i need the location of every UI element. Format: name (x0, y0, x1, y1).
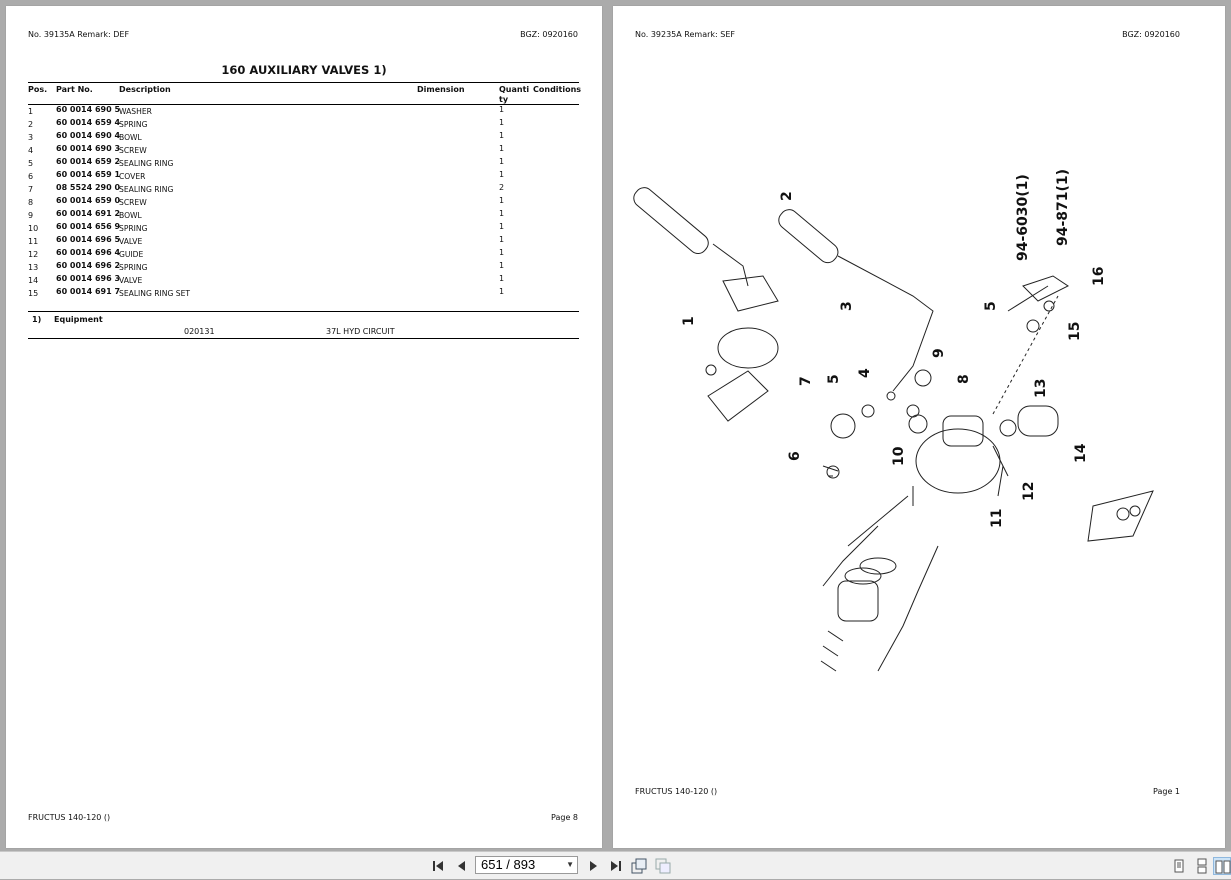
callout-8: 8 (956, 374, 972, 384)
callout-14: 14 (1073, 443, 1089, 463)
footnote-bottom-rule (28, 338, 579, 339)
page-header-left: No. 39235A Remark: SEF (635, 30, 735, 39)
cover-plate-1 (717, 327, 779, 369)
callout-3: 3 (839, 301, 855, 311)
table-header-rule (28, 104, 579, 105)
continuous-view-icon[interactable] (1193, 857, 1211, 875)
last-page-icon[interactable] (606, 857, 624, 875)
col-dimension: Dimension (417, 85, 465, 94)
callout-1: 1 (681, 316, 697, 326)
handle-arm-1 (712, 243, 749, 287)
callout-12: 12 (1021, 482, 1037, 501)
page-title: 160 AUXILIARY VALVES 1) (221, 63, 387, 77)
valve-block-1 (722, 275, 779, 312)
handle-grip-1 (633, 187, 709, 254)
handle-grip-2 (778, 209, 839, 264)
prev-page-icon[interactable] (453, 857, 471, 875)
two-page-view-icon[interactable] (1213, 857, 1231, 875)
table-top-rule (28, 82, 579, 83)
handle-arm-2 (837, 255, 934, 392)
callout-2: 2 (779, 191, 795, 201)
col-pos: Pos. (28, 85, 48, 94)
callout-7: 7 (798, 376, 814, 386)
callout-5b: 5 (983, 301, 999, 311)
page-indicator: 651 / 893 (481, 857, 536, 872)
viewer-toolbar: 651 / 893 ▼ (0, 851, 1231, 879)
footnote-top-rule (28, 311, 579, 312)
footnote-label: Equipment (54, 315, 103, 324)
page-header-right: BGZ: 0920160 (1122, 30, 1180, 39)
col-quantity-line1: Quanti (499, 85, 530, 94)
right-page: No. 39235A Remark: SEF BGZ: 0920160 (613, 6, 1225, 848)
col-quantity: Quanti ty (499, 85, 529, 105)
page-number-input[interactable]: 651 / 893 ▼ (475, 856, 578, 874)
col-quantity-line2: ty (499, 95, 509, 104)
callout-10: 10 (891, 446, 907, 466)
page-footer-left: FRUCTUS 140-120 () (28, 813, 111, 822)
single-page-view-icon[interactable] (1170, 857, 1188, 875)
exploded-view-diagram: 1 2 3 4 5 6 7 8 9 10 11 12 13 14 5 15 16… (633, 169, 1154, 672)
page-footer-right: Page 1 (1153, 787, 1180, 796)
dropdown-caret-icon[interactable]: ▼ (566, 860, 574, 869)
callout-13: 13 (1033, 379, 1049, 398)
callout-11: 11 (989, 509, 1005, 528)
callout-16: 16 (1091, 267, 1107, 286)
footnote-code: 020131 (184, 327, 215, 336)
callout-15: 15 (1067, 322, 1083, 341)
col-part: Part No. (56, 85, 93, 94)
callout-4: 4 (857, 368, 873, 378)
callout-94-6030: 94-6030(1) (1015, 174, 1031, 261)
footnote-number: 1) (32, 315, 42, 324)
footnote-text: 37L HYD CIRCUIT (326, 327, 395, 336)
page-header-left: No. 39135A Remark: DEF (28, 30, 130, 39)
export-page-icon[interactable] (630, 857, 648, 875)
callout-94-871: 94-871(1) (1055, 169, 1071, 246)
page-footer-left: FRUCTUS 140-120 () (635, 787, 718, 796)
page-header-right: BGZ: 0920160 (520, 30, 578, 39)
valve-body-1 (707, 370, 769, 422)
col-description: Description (119, 85, 171, 94)
cover-plate-2 (915, 428, 1001, 494)
next-page-icon[interactable] (584, 857, 602, 875)
equipment-plate (1087, 490, 1154, 542)
callout-6: 6 (787, 451, 803, 461)
col-conditions: Conditions (533, 85, 582, 94)
import-page-icon[interactable] (654, 857, 672, 875)
page-footer-right: Page 8 (551, 813, 578, 822)
callout-5a: 5 (826, 374, 842, 384)
left-page: No. 39135A Remark: DEF BGZ: 0920160 160 … (6, 6, 602, 848)
callout-9: 9 (931, 348, 947, 358)
first-page-icon[interactable] (430, 857, 448, 875)
